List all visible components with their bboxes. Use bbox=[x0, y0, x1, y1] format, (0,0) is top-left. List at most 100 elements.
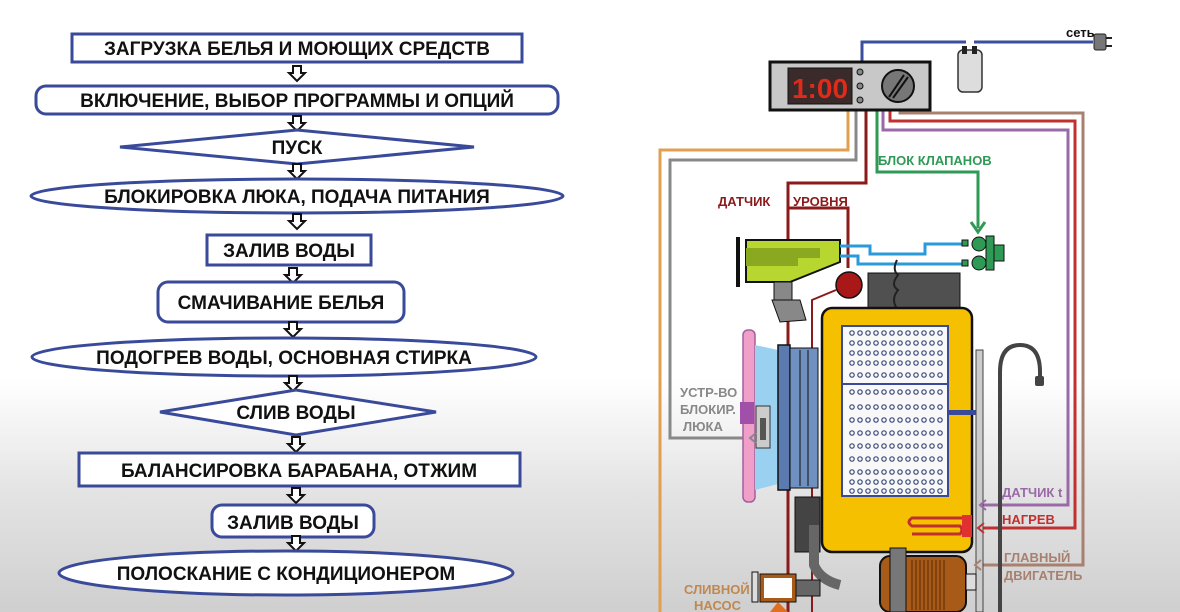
drum-hole bbox=[889, 488, 895, 494]
drum-hole bbox=[873, 372, 879, 378]
drain-hose bbox=[998, 342, 1042, 612]
flow-step-start: ПУСК bbox=[119, 128, 475, 166]
drum-hole bbox=[889, 389, 895, 395]
drum-hole bbox=[873, 456, 879, 462]
flow-step-label: ПОЛОСКАНИЕ С КОНДИЦИОНЕРОМ bbox=[117, 564, 455, 585]
drum-hole bbox=[929, 469, 935, 475]
drum-hole bbox=[873, 330, 879, 336]
drum-hole bbox=[929, 456, 935, 462]
drum-hole bbox=[929, 417, 935, 423]
drum-hole bbox=[897, 456, 903, 462]
drum-hole bbox=[873, 404, 879, 410]
drum-hole bbox=[929, 340, 935, 346]
drum-hole bbox=[921, 330, 927, 336]
drum-hole bbox=[865, 389, 871, 395]
drum-hole bbox=[865, 469, 871, 475]
drum-hole bbox=[929, 404, 935, 410]
drum-hole bbox=[905, 330, 911, 336]
flow-step-label: СЛИВ ВОДЫ bbox=[236, 403, 355, 424]
control-panel: 1:00 bbox=[768, 60, 932, 112]
flow-step-label: БАЛАНСИРОВКА БАРАБАНА, ОТЖИМ bbox=[121, 461, 477, 482]
drum-hole bbox=[937, 488, 943, 494]
power-plug-icon bbox=[1093, 33, 1112, 51]
drum-hole bbox=[889, 469, 895, 475]
drum-hole bbox=[857, 372, 863, 378]
drum-hole bbox=[881, 417, 887, 423]
drum-hole bbox=[897, 430, 903, 436]
drum-hole bbox=[849, 389, 855, 395]
flow-step-label: ЗАЛИВ ВОДЫ bbox=[223, 241, 355, 262]
drum-hole bbox=[873, 488, 879, 494]
drum-hole bbox=[905, 488, 911, 494]
drum-hole bbox=[905, 340, 911, 346]
drum-hole bbox=[897, 469, 903, 475]
temp-sensor-label: ДАТЧИК t bbox=[1002, 485, 1063, 500]
drum-hole bbox=[865, 417, 871, 423]
drum-hole bbox=[921, 479, 927, 485]
flow-step-label: ВКЛЮЧЕНИЕ, ВЫБОР ПРОГРАММЫ И ОПЦИЙ bbox=[80, 90, 514, 112]
wires bbox=[658, 40, 1093, 612]
drum-hole bbox=[937, 350, 943, 356]
drum-hole bbox=[889, 417, 895, 423]
drum-hole bbox=[929, 430, 935, 436]
flow-step-water-fill: ЗАЛИВ ВОДЫ bbox=[205, 233, 373, 267]
drum-hole bbox=[865, 456, 871, 462]
drum-hole bbox=[937, 430, 943, 436]
arrow-down-icon bbox=[284, 321, 302, 338]
drum-hole bbox=[873, 469, 879, 475]
drum-hole bbox=[873, 417, 879, 423]
drum-hole bbox=[905, 456, 911, 462]
mains-filter-icon bbox=[957, 46, 983, 93]
drum-hole bbox=[921, 469, 927, 475]
drum-hole bbox=[929, 350, 935, 356]
drum-hole bbox=[881, 360, 887, 366]
drum-hole bbox=[921, 372, 927, 378]
drum-hole bbox=[929, 372, 935, 378]
drum-hole bbox=[857, 350, 863, 356]
flow-step-water-fill-2: ЗАЛИВ ВОДЫ bbox=[210, 503, 376, 539]
drum-hole bbox=[881, 430, 887, 436]
flow-step-label: ПУСК bbox=[272, 138, 323, 159]
drum-hole bbox=[937, 456, 943, 462]
flow-step-label: СМАЧИВАНИЕ БЕЛЬЯ bbox=[178, 293, 385, 314]
drum-hole bbox=[929, 360, 935, 366]
drum-hole bbox=[889, 350, 895, 356]
valve-block bbox=[961, 235, 1005, 271]
drum-hole bbox=[849, 469, 855, 475]
drum-hole bbox=[897, 340, 903, 346]
program-knob-icon bbox=[881, 69, 915, 103]
drum-hole bbox=[905, 430, 911, 436]
drum-hole bbox=[905, 389, 911, 395]
drum-hole bbox=[921, 488, 927, 494]
drum-hole bbox=[849, 372, 855, 378]
drum-hole bbox=[857, 456, 863, 462]
drum-hole bbox=[913, 372, 919, 378]
drum-hole bbox=[937, 330, 943, 336]
drum-hole bbox=[881, 350, 887, 356]
drum-hole bbox=[897, 404, 903, 410]
drum-hole bbox=[905, 469, 911, 475]
drum-hole bbox=[913, 360, 919, 366]
mains-label: сеть bbox=[1066, 25, 1095, 40]
drum-hole bbox=[937, 360, 943, 366]
main-motor bbox=[879, 547, 977, 612]
drum-hole bbox=[889, 430, 895, 436]
drum-hole bbox=[873, 443, 879, 449]
drum-perforation bbox=[849, 330, 943, 494]
drum-hole bbox=[889, 340, 895, 346]
drum-hole bbox=[849, 350, 855, 356]
drum-hole bbox=[913, 340, 919, 346]
motor-label: ГЛАВНЫЙ bbox=[1004, 550, 1070, 565]
drum-hole bbox=[921, 340, 927, 346]
drum-hole bbox=[889, 330, 895, 336]
drum-hole bbox=[897, 479, 903, 485]
flow-step-load-laundry: ЗАГРУЗКА БЕЛЬЯ И МОЮЩИХ СРЕДСТВ bbox=[70, 32, 524, 64]
drum-hole bbox=[857, 443, 863, 449]
drum-hole bbox=[849, 417, 855, 423]
drum-hole bbox=[897, 350, 903, 356]
drum-hole bbox=[913, 389, 919, 395]
valve-block-label: БЛОК КЛАПАНОВ bbox=[878, 153, 992, 168]
timer-display: 1:00 bbox=[792, 73, 848, 104]
drum-hole bbox=[937, 443, 943, 449]
damper-rod bbox=[975, 349, 984, 612]
